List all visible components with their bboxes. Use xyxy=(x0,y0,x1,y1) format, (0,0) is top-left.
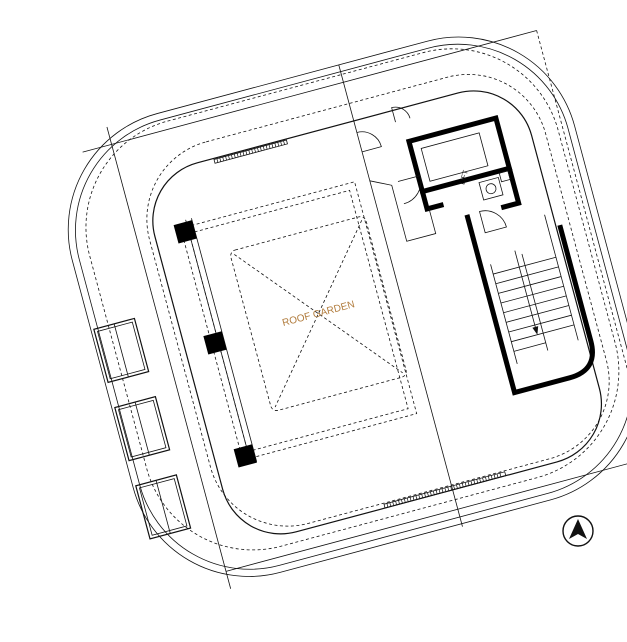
core-wall-west xyxy=(419,190,445,213)
grid-line-bottom xyxy=(225,457,627,572)
grid-line-core-divider xyxy=(338,64,463,527)
door-swing-stair xyxy=(479,210,507,234)
vent-box xyxy=(498,170,511,183)
column-bottom-left xyxy=(233,444,257,468)
solar-panel-array xyxy=(93,317,192,540)
stair-direction-arrow xyxy=(514,250,538,333)
planter-diagonal-1 xyxy=(234,254,403,374)
door-swing-terrace xyxy=(356,131,382,153)
outer-boundary-outline xyxy=(67,36,627,577)
stair-treads xyxy=(490,253,575,364)
grid-line-right xyxy=(536,30,627,458)
lift-label: LIFT xyxy=(459,169,470,185)
door-swing-lobby xyxy=(397,175,422,205)
roof-plan-rotated-group: ROOF GARDEN xyxy=(67,30,627,589)
outer-boundary-inner-outline xyxy=(75,43,627,570)
upper-floor-projection-dashed xyxy=(85,48,620,551)
garden-frame-dashed-outer xyxy=(180,181,418,461)
equipment-box xyxy=(478,176,504,201)
planter-diagonal-2 xyxy=(274,220,363,408)
lobby-outline xyxy=(369,180,437,242)
column-mid-left xyxy=(203,331,227,355)
grid-line-left xyxy=(106,126,232,589)
roof-garden-planter xyxy=(230,216,407,411)
stair-arrow-head xyxy=(532,326,539,335)
lift-car xyxy=(420,132,489,182)
stair-enclosure-inner xyxy=(544,214,579,341)
core-wall-east xyxy=(500,167,522,211)
lift-shaft-wall xyxy=(405,114,513,195)
roof-inner-dashed-line xyxy=(146,74,610,527)
north-arrow-icon xyxy=(562,515,594,547)
roof-garden-label: ROOF GARDEN xyxy=(281,299,356,329)
trellis-rail-bottom xyxy=(383,471,507,509)
service-core xyxy=(356,106,595,396)
door-swing-top xyxy=(391,106,411,123)
trellis-rail-top xyxy=(213,139,288,164)
grid-line-top xyxy=(82,30,537,153)
column-top-left xyxy=(173,220,197,244)
stair-enclosure-wall xyxy=(464,214,595,396)
